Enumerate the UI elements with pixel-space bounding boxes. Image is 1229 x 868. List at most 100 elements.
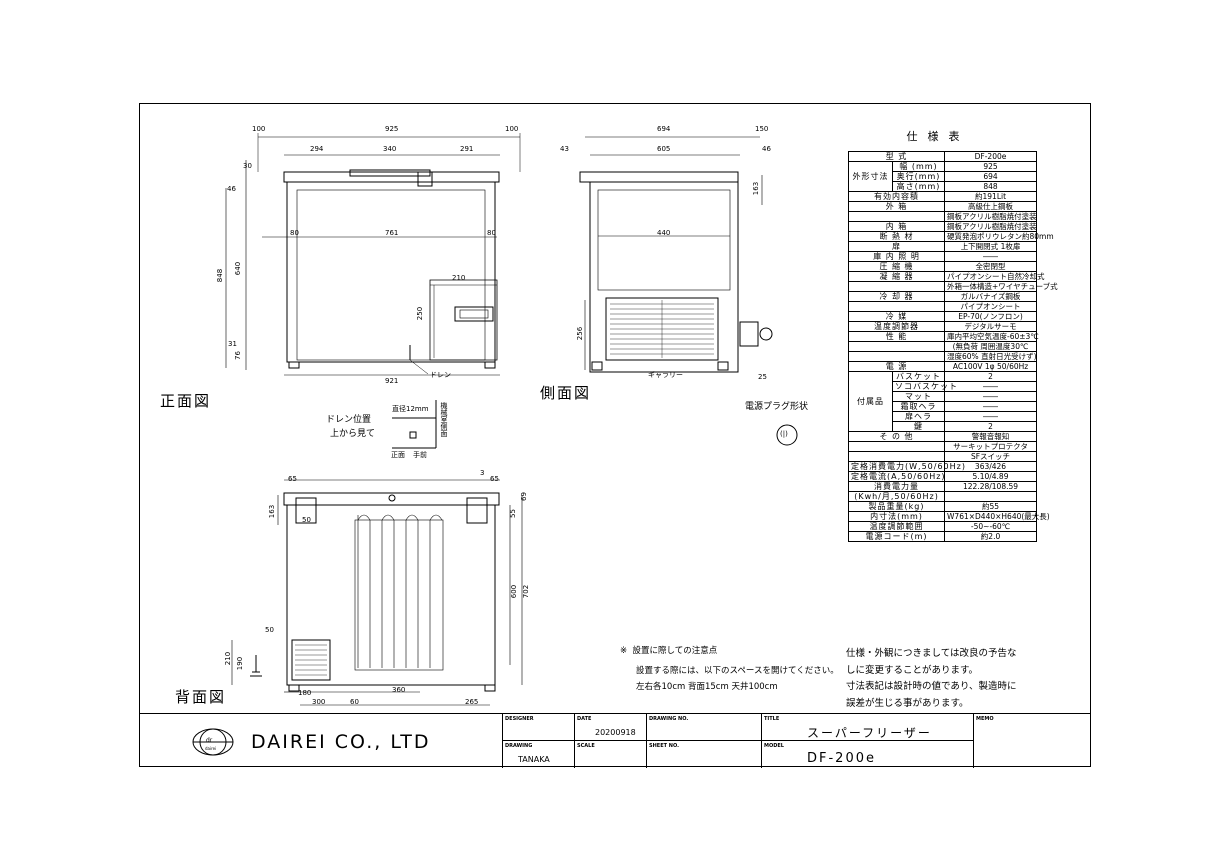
spec-key: 凝 縮 器 bbox=[847, 271, 946, 282]
front-dim-left: 100 bbox=[252, 125, 266, 133]
caution-line1: 設置する際には、以下のスペースを開けてください。 bbox=[636, 666, 839, 676]
spec-key: 断 熱 材 bbox=[847, 231, 946, 242]
spec-key: 温度調節器 bbox=[847, 321, 946, 332]
spec-value: -50~-60℃ bbox=[944, 521, 1038, 532]
spec-key: 冷 媒 bbox=[847, 311, 946, 322]
model-cell: MODEL DF-200e bbox=[761, 741, 973, 768]
front-view-title: 正面図 bbox=[160, 392, 212, 410]
back-dim-69: 69 bbox=[519, 492, 528, 501]
spec-value: 鋼板アクリル樹脂焼付塗装 bbox=[944, 221, 1038, 232]
side-dim-440: 440 bbox=[657, 229, 671, 237]
spec-value: 約55 bbox=[944, 501, 1038, 512]
date-value: 20200918 bbox=[595, 728, 636, 737]
back-dim-600: 600 bbox=[510, 584, 519, 599]
designer-caption: DESIGNER bbox=[505, 716, 534, 722]
date-caption: DATE bbox=[577, 716, 592, 722]
drawing-caption: DRAWING bbox=[505, 743, 533, 749]
spec-row: 温度調節器デジタルサーモ bbox=[847, 321, 1038, 332]
side-dim-25: 25 bbox=[758, 373, 767, 381]
caution-mark: ※ bbox=[620, 646, 628, 656]
front-dim-30: 30 bbox=[243, 162, 252, 170]
spec-value: 2 bbox=[944, 371, 1038, 382]
front-dim-right: 100 bbox=[505, 125, 519, 133]
spec-row: 圧 縮 機全密閉型 bbox=[847, 261, 1038, 272]
front-dim-921: 921 bbox=[385, 377, 399, 385]
spec-value: パイプオンシート自然冷却式 bbox=[944, 271, 1045, 282]
spec-row: 鋼板アクリル樹脂焼付塗装 bbox=[847, 211, 1038, 222]
spec-key bbox=[847, 301, 946, 312]
spec-key: そ の 他 bbox=[847, 431, 946, 442]
spec-row: 定格消費電力(W,50/60Hz)363/426 bbox=[847, 461, 1038, 472]
spec-row: 電源コード(m)約2.0 bbox=[847, 531, 1038, 542]
note-line4: 誤差が生じる事があります。 bbox=[846, 697, 969, 709]
spec-key: 温度調節範囲 bbox=[847, 521, 946, 532]
caution-title: 設置に際しての注意点 bbox=[632, 646, 718, 656]
spec-value: 約2.0 bbox=[944, 531, 1038, 542]
drain-position-sub: 上から見て bbox=[330, 429, 376, 439]
spec-key bbox=[847, 281, 946, 292]
front-dim-width: 925 bbox=[385, 125, 399, 133]
spec-value: 2 bbox=[944, 421, 1038, 432]
side-dim-694: 694 bbox=[657, 125, 671, 133]
spec-value: 925 bbox=[944, 161, 1038, 172]
spec-row: 湿度60% 直射日光受けず) bbox=[847, 351, 1038, 362]
back-view-title: 背面図 bbox=[175, 688, 227, 706]
spec-key bbox=[847, 441, 946, 452]
spec-row: 扉上下開閉式 1枚扉 bbox=[847, 241, 1038, 252]
plug-symbol: (|) bbox=[780, 430, 788, 438]
spec-value: 5.10/4.89 bbox=[944, 471, 1038, 482]
spec-key: (Kwh/月,50/60Hz) bbox=[847, 491, 946, 502]
back-dim-163: 163 bbox=[268, 504, 277, 519]
note-line1: 仕様・外観につきましては改良の予告な bbox=[846, 648, 1017, 659]
spec-value: 122.28/108.59 bbox=[944, 481, 1038, 492]
spec-value: 約191Lit bbox=[944, 191, 1038, 202]
drain-diameter: 直径12mm bbox=[392, 405, 429, 413]
front-dim-80a: 80 bbox=[290, 229, 299, 237]
logo-sub: dairei bbox=[205, 746, 217, 751]
spec-value: EP-70(ノンフロン) bbox=[944, 311, 1038, 322]
spec-value: ―― bbox=[944, 381, 1038, 392]
spec-key: 消費電力量 bbox=[847, 481, 946, 492]
back-dim-50b: 50 bbox=[265, 626, 274, 634]
drain-detail-drawing bbox=[392, 400, 437, 449]
spec-value: ―― bbox=[944, 411, 1038, 422]
spec-value: 外箱一体構造+ワイヤチューブ式 bbox=[944, 281, 1058, 292]
side-dim-46: 46 bbox=[762, 145, 771, 153]
plug-title: 電源プラグ形状 bbox=[745, 402, 809, 412]
spec-value: 警報音報知 bbox=[944, 431, 1038, 442]
spec-row: 有効内容積約191Lit bbox=[847, 191, 1038, 202]
front-dim-340: 340 bbox=[383, 145, 397, 153]
spec-key: 庫 内 照 明 bbox=[847, 251, 946, 262]
spec-value bbox=[944, 491, 1038, 502]
spec-row: 製品重量(kg)約55 bbox=[847, 501, 1038, 512]
front-dim-80b: 80 bbox=[487, 229, 496, 237]
spec-value: 湿度60% 直射日光受けず) bbox=[944, 351, 1038, 362]
spec-value: デジタルサーモ bbox=[944, 321, 1038, 332]
spec-sub-key: 鍵 bbox=[891, 421, 946, 432]
spec-value: 硬質発泡ポリウレタン約80mm bbox=[944, 231, 1054, 242]
logo-text: dr bbox=[206, 737, 213, 744]
side-view-title: 側面図 bbox=[540, 384, 592, 402]
spec-row: 庫 内 照 明―― bbox=[847, 251, 1038, 262]
spec-key: 型 式 bbox=[847, 151, 946, 162]
spec-key: 定格消費電力(W,50/60Hz) bbox=[847, 461, 965, 472]
memo-caption: MEMO bbox=[976, 716, 994, 722]
spec-value: DF-200e bbox=[944, 151, 1038, 162]
front-dim-761: 761 bbox=[385, 229, 399, 237]
spec-value: サーキットプロテクタ bbox=[944, 441, 1038, 452]
spec-row: パイプオンシート bbox=[847, 301, 1038, 312]
spec-key: 性 能 bbox=[847, 331, 946, 342]
spec-row: 外 箱高級仕上鋼板 bbox=[847, 201, 1038, 212]
drain-position-title: ドレン位置 bbox=[326, 415, 372, 425]
front-view-drawing bbox=[225, 133, 521, 376]
side-dim-43: 43 bbox=[560, 145, 569, 153]
back-dim-702: 702 bbox=[522, 584, 531, 599]
spec-row: 内寸法(mm)W761×D440×H640(最大長) bbox=[847, 511, 1050, 522]
front-dim-46: 46 bbox=[227, 185, 236, 193]
spec-value: 上下開閉式 1枚扉 bbox=[944, 241, 1038, 252]
spec-value: 高級仕上鋼板 bbox=[944, 201, 1038, 212]
